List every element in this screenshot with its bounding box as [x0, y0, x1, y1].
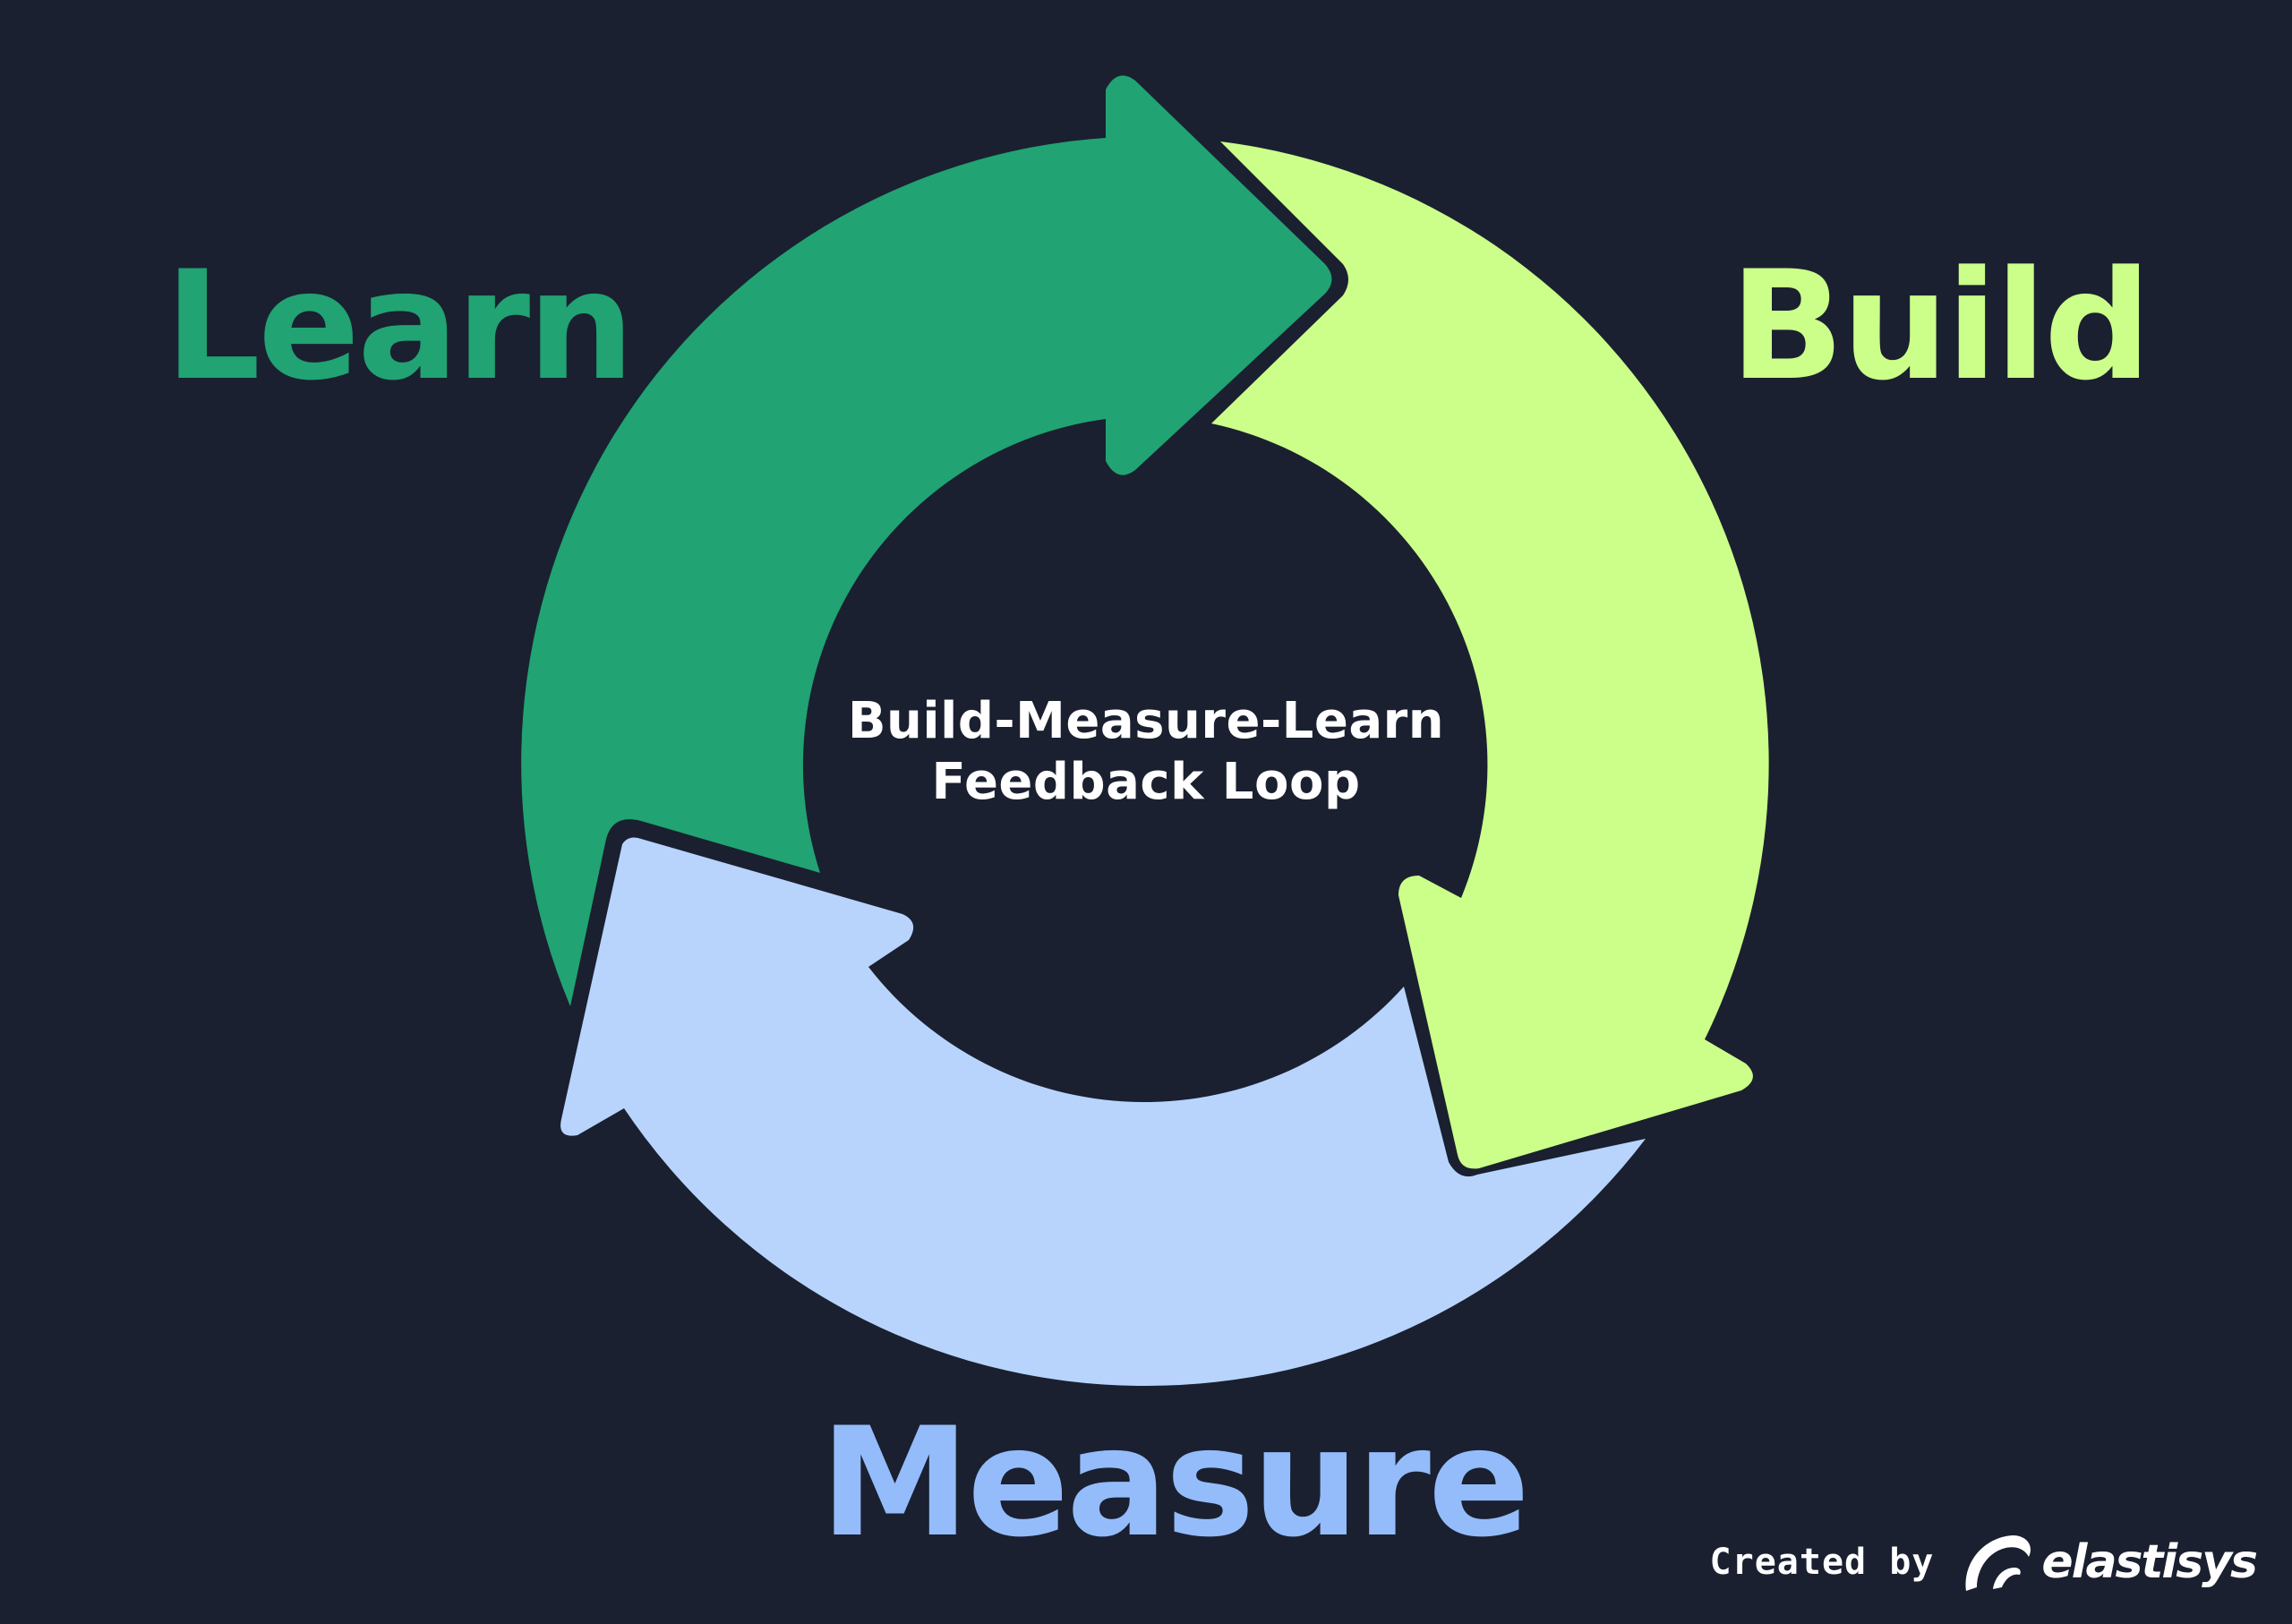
elastisys-swirl-icon: [1965, 1535, 2031, 1591]
learn-label: Learn: [165, 238, 635, 414]
credit-footer: Created by elastisys: [1709, 1522, 2258, 1603]
credit-text: Created by: [1709, 1542, 1935, 1583]
center-title: Build-Measure-Learn Feedback Loop: [716, 691, 1576, 813]
measure-label: Measure: [820, 1395, 1530, 1570]
build-label: Build: [1730, 238, 2151, 414]
build-arrow: [1211, 141, 1769, 1169]
learn-arrow: [521, 75, 1332, 1006]
center-title-line2: Feedback Loop: [931, 753, 1361, 811]
center-title-line1: Build-Measure-Learn: [847, 692, 1445, 750]
elastisys-logo: elastisys: [1957, 1526, 2258, 1598]
elastisys-wordmark: elastisys: [2041, 1535, 2258, 1589]
measure-arrow: [560, 837, 1646, 1387]
